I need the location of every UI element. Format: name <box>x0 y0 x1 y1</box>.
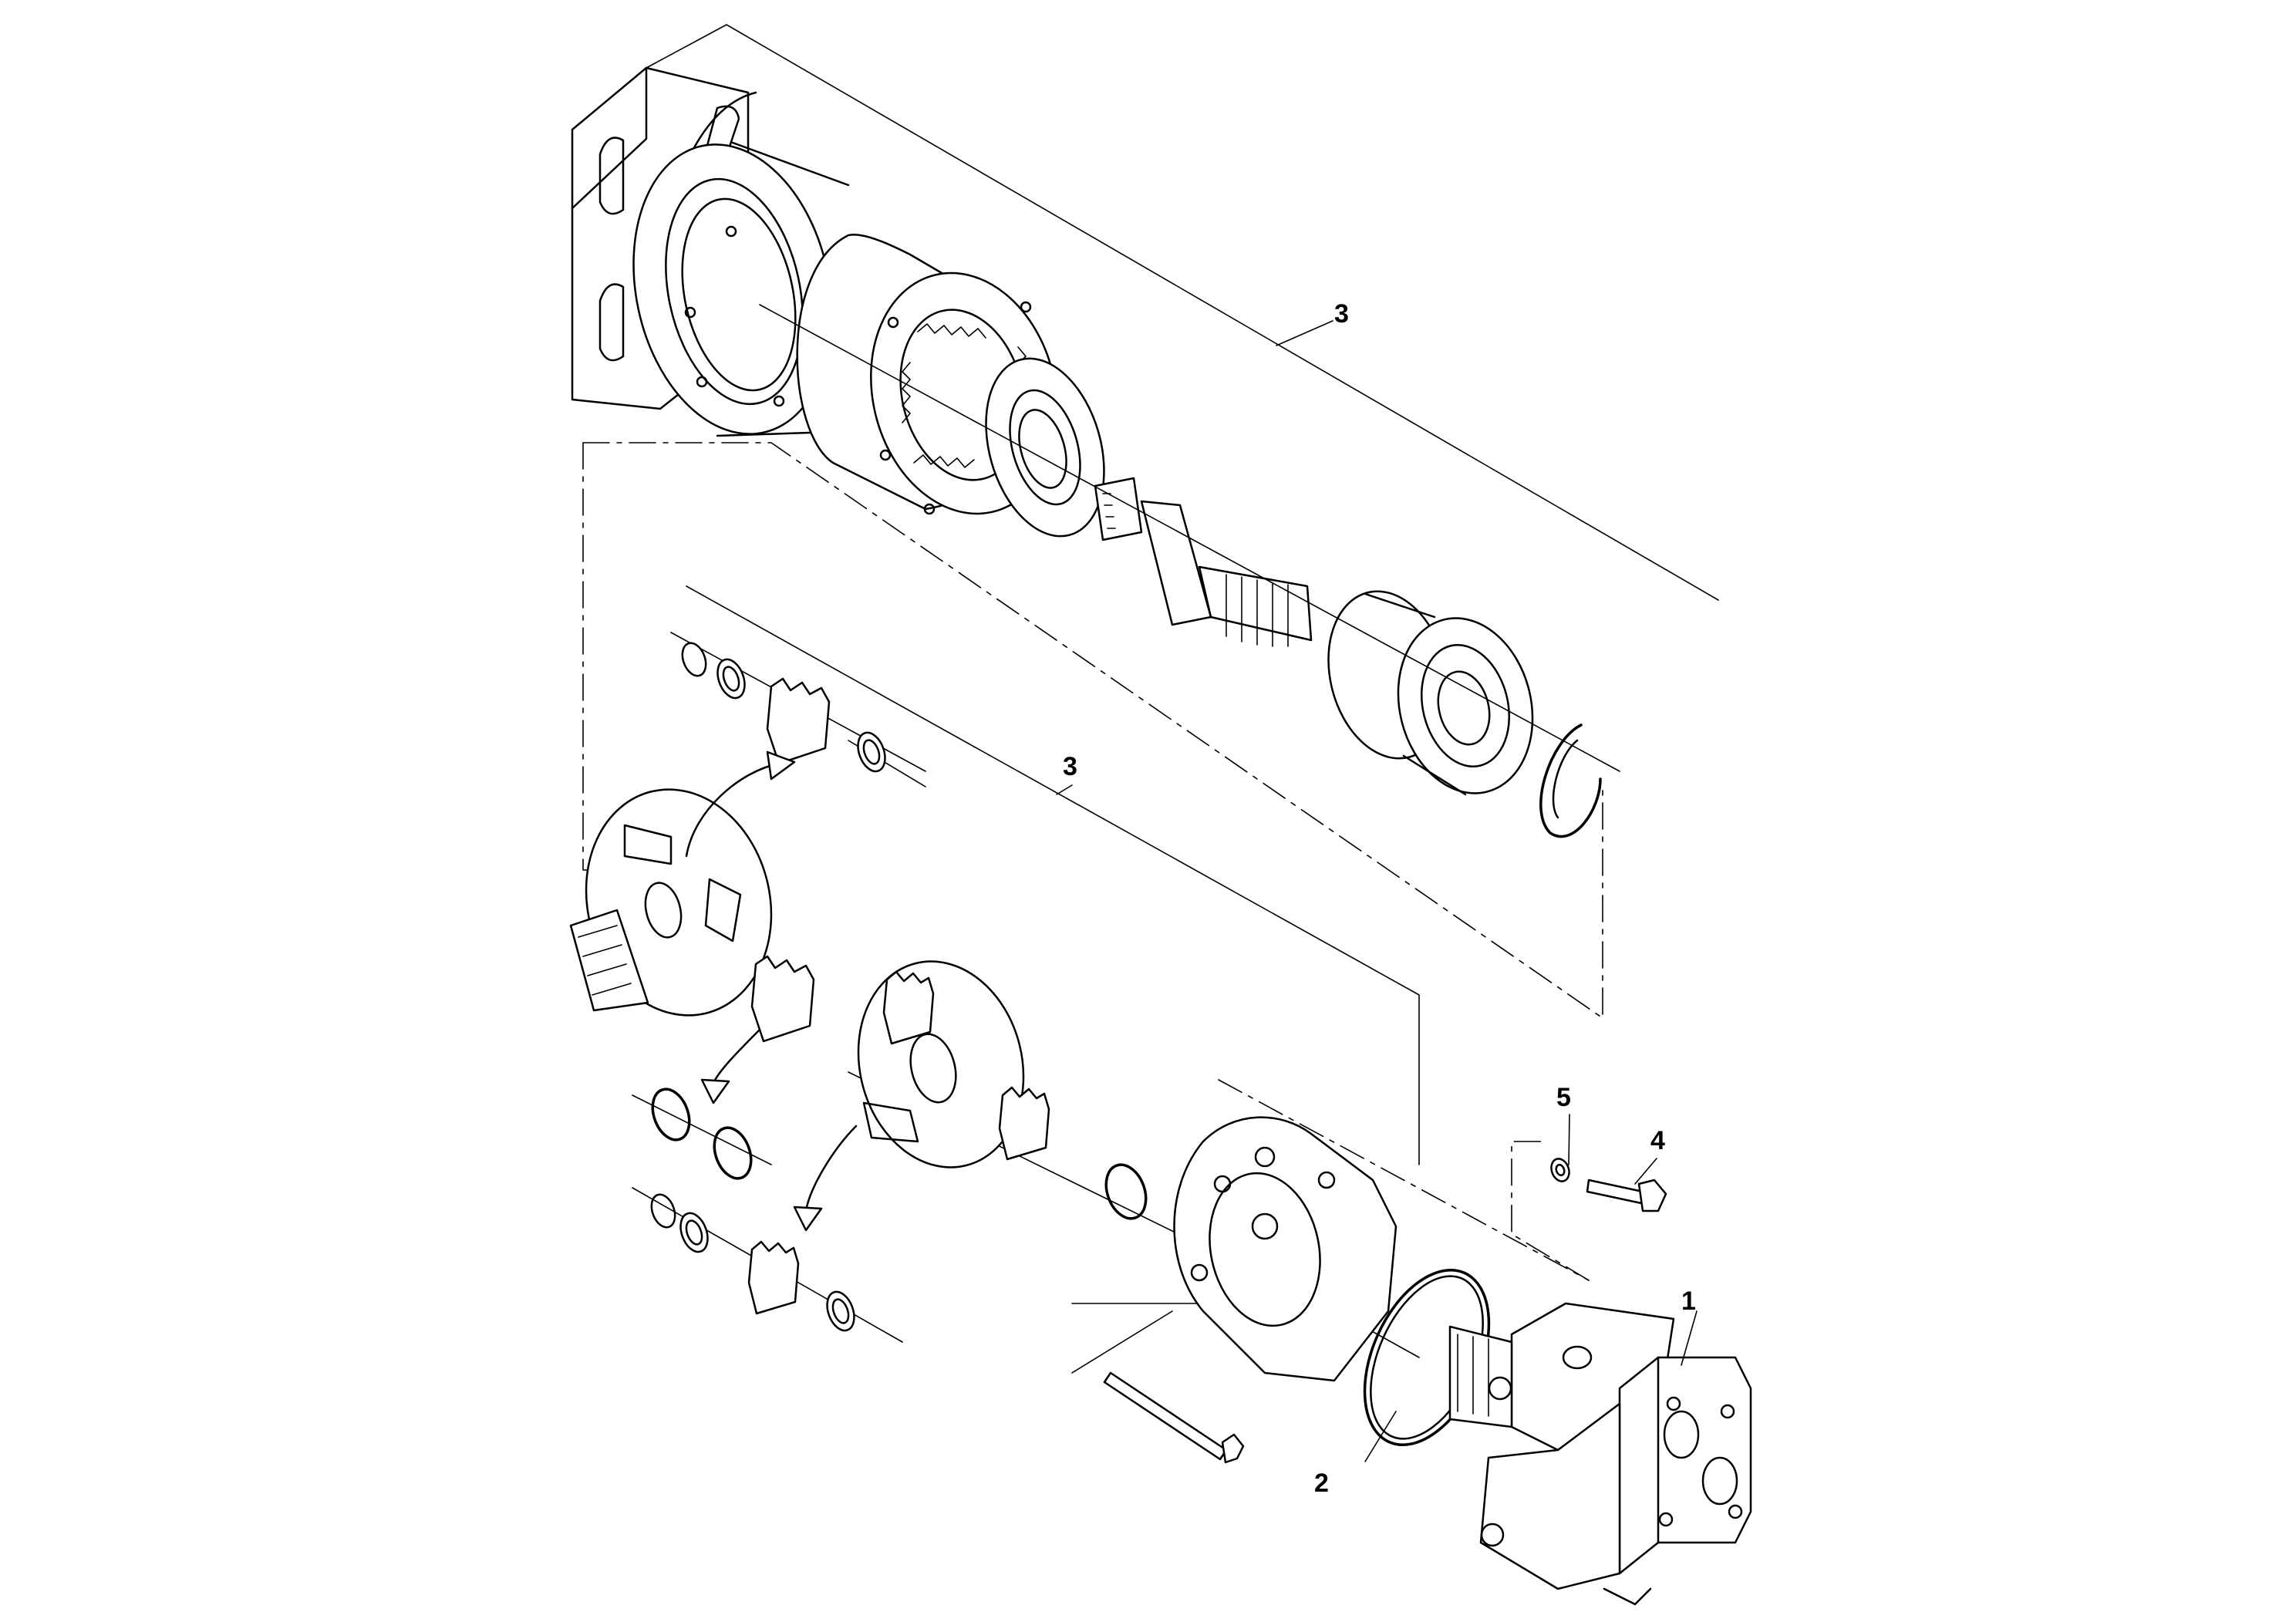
motor-adapter-housing <box>1173 1116 1397 1382</box>
splined-shaft <box>1094 477 1313 647</box>
upper-bearing <box>985 357 1105 538</box>
group-3-boundary-solid <box>646 24 1719 1165</box>
ring-housing <box>632 141 850 437</box>
callout-3-upper: 3 <box>1334 299 1349 329</box>
assembly-arrow-1 <box>685 750 796 858</box>
group-3-boundary-dashed <box>582 442 1603 1281</box>
assembly-arrow-2 <box>700 1024 765 1104</box>
washer-item-5 <box>1550 1158 1570 1182</box>
assembly-arrow-3 <box>793 1125 858 1232</box>
leader-lines <box>1056 320 1698 1462</box>
callout-1: 1 <box>1681 1286 1696 1316</box>
planet-carrier-left <box>569 788 773 1017</box>
lower-bearing <box>1327 590 1534 796</box>
centerlines <box>632 304 1620 1374</box>
bolt-item-4 <box>1586 1179 1667 1212</box>
callout-4: 4 <box>1650 1126 1665 1155</box>
planet-carrier-right <box>857 960 1025 1168</box>
callout-5: 5 <box>1556 1083 1571 1112</box>
circlip-upper <box>1539 723 1602 838</box>
snap-rings-lower-left <box>650 1088 855 1332</box>
long-bolt <box>1103 1371 1245 1464</box>
middle-planet-gear <box>998 1086 1148 1220</box>
sun-gear <box>750 955 815 1043</box>
planet-gear-set-upper <box>681 642 886 773</box>
callout-2: 2 <box>1314 1469 1329 1498</box>
hydraulic-motor <box>1448 1302 1752 1606</box>
callout-3-lower: 3 <box>1063 752 1077 781</box>
